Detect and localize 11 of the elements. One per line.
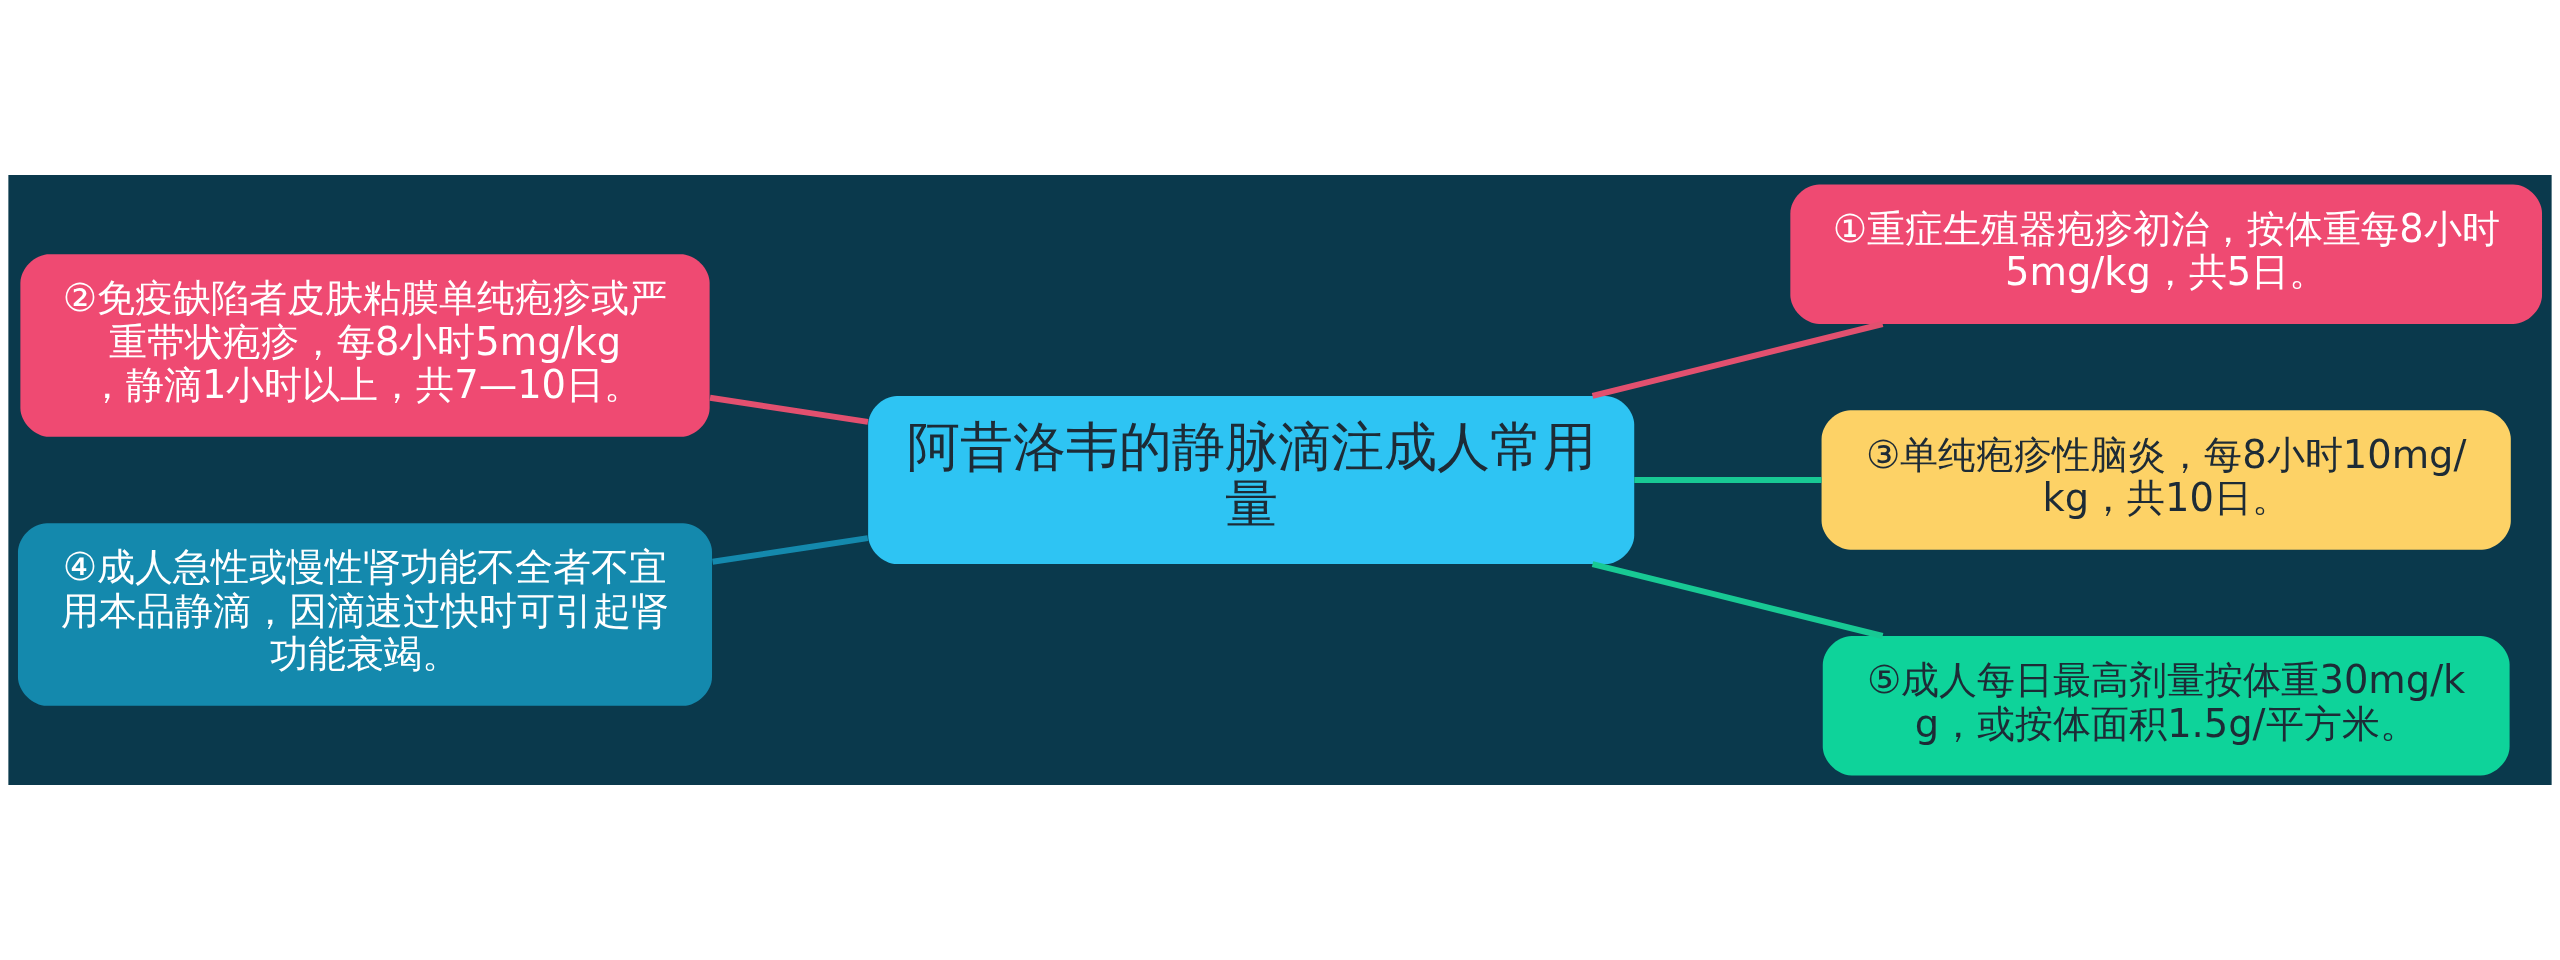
node-box: ③单纯疱疹性脑炎，每8小时10mg/kg，共10日。 <box>1821 410 2511 550</box>
node-box: 阿昔洛韦的静脉滴注成人常用量 <box>868 395 1635 565</box>
connector <box>709 394 869 425</box>
node-box: ④成人急性或慢性肾功能不全者不宜用本品静滴，因滴速过快时可引起肾功能衰竭。 <box>17 523 713 706</box>
connector <box>1634 477 1822 483</box>
node-box: ①重症生殖器疱疹初治，按体重每8小时5mg/kg，共5日。 <box>1790 184 2543 324</box>
connector <box>712 535 869 565</box>
connector <box>1591 321 1884 399</box>
node-box: ②免疫缺陷者皮肤粘膜单纯疱疹或严重带状疱疹，每8小时5mg/kg，静滴1小时以上，共7—10日。 <box>20 254 710 437</box>
connector <box>1591 561 1884 639</box>
node-box: ⑤成人每日最高剂量按体重30mg/kg，或按体面积1.5g/平方米。 <box>1822 636 2510 776</box>
